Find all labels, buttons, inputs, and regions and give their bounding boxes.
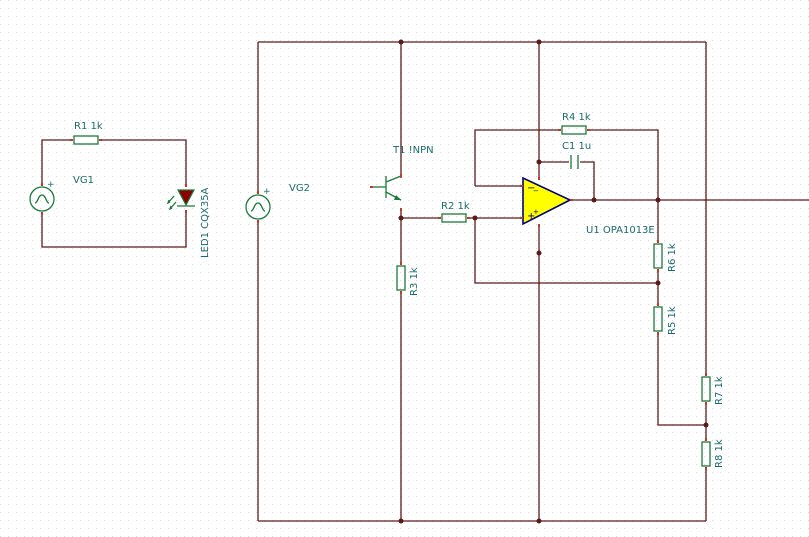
svg-text:+: + [263, 187, 271, 197]
led1-diode[interactable]: LED1 CQX35A [166, 187, 211, 258]
t1-npn-transistor[interactable]: T1 !NPN [372, 145, 434, 201]
r6-label: R6 1k [667, 243, 678, 272]
r2-label: R2 1k [441, 201, 470, 212]
vg1-label: VG1 [73, 175, 94, 186]
left-circuit-wires [41, 139, 187, 248]
junction-dots [398, 39, 709, 524]
vg2-label: VG2 [289, 183, 310, 194]
u1-opamp[interactable]: − + + − U1 OPA1013E [522, 176, 655, 236]
r8-resistor[interactable]: R8 1k [701, 439, 725, 468]
r3-label: R3 1k [409, 267, 420, 296]
r4-label: R4 1k [562, 112, 591, 123]
svg-text:+: + [533, 208, 539, 216]
r2-resistor[interactable]: R2 1k [441, 201, 470, 223]
r4-resistor[interactable]: R4 1k [561, 112, 591, 135]
c1-capacitor[interactable]: C1 1u [562, 141, 591, 169]
c1-label: C1 1u [562, 141, 591, 152]
svg-text:−: − [527, 183, 535, 194]
r8-label: R8 1k [714, 439, 725, 468]
svg-text:+: + [527, 211, 535, 222]
svg-text:−: − [533, 187, 539, 195]
r3-resistor[interactable]: R3 1k [396, 265, 420, 296]
r7-label: R7 1k [714, 376, 725, 405]
pin-markers [41, 129, 707, 470]
r6-resistor[interactable]: R6 1k [653, 243, 678, 272]
svg-text:+: + [47, 180, 55, 190]
r1-label: R1 1k [74, 121, 103, 132]
r1-resistor[interactable]: R1 1k [73, 121, 103, 145]
vg1-source[interactable]: + VG1 [29, 175, 94, 212]
r7-resistor[interactable]: R7 1k [701, 376, 725, 405]
r5-label: R5 1k [667, 306, 678, 335]
main-circuit-wires [257, 41, 809, 522]
t1-label: T1 !NPN [392, 145, 434, 156]
led1-label: LED1 CQX35A [200, 187, 211, 258]
u1-label: U1 OPA1013E [586, 225, 655, 236]
vg2-source[interactable]: + VG2 [245, 183, 310, 220]
r5-resistor[interactable]: R5 1k [653, 306, 678, 335]
